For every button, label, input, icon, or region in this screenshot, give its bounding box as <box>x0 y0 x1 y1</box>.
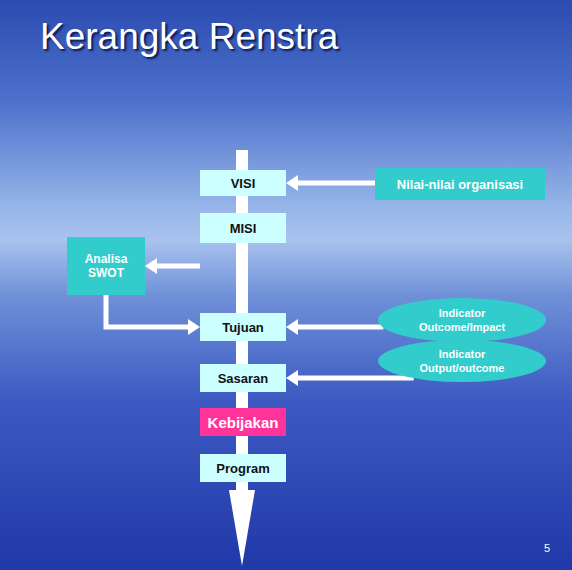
node-text: Analisa SWOT <box>76 252 136 280</box>
flow-arrow <box>286 175 375 191</box>
ellipse-shape <box>378 298 546 342</box>
node-text: Kebijakan <box>208 414 279 431</box>
indicator-ellipse: Indicator Output/outcome <box>378 340 546 382</box>
node-text: VISI <box>231 176 256 191</box>
policy-box: Kebijakan <box>200 408 286 436</box>
flow-arrow <box>145 258 200 274</box>
stage-box: MISI <box>200 213 286 243</box>
arrow-head <box>286 319 298 335</box>
node-text: Program <box>216 461 269 476</box>
arrow-line <box>155 264 200 269</box>
stage-box: VISI <box>200 170 286 196</box>
node-text: MISI <box>230 221 257 236</box>
analysis-box: Analisa SWOT <box>67 237 145 295</box>
stage-box: Tujuan <box>200 313 286 341</box>
arrow-line <box>296 325 383 330</box>
indicator-ellipse: Indicator Outcome/Impact <box>378 298 546 342</box>
flow-arrow <box>286 319 383 335</box>
node-text: Tujuan <box>222 320 264 335</box>
arrow-head <box>286 175 298 191</box>
node-text: Indicator Outcome/Impact <box>407 306 517 334</box>
page-number: 5 <box>544 542 550 554</box>
arrow-head <box>145 258 157 274</box>
arrow-line <box>296 181 375 186</box>
node-text: Nilai-nilai organisasi <box>397 177 523 192</box>
input-box: Nilai-nilai organisasi <box>375 168 545 200</box>
arrow-line <box>106 295 190 327</box>
arrow-point <box>229 490 255 566</box>
node-text: Sasaran <box>218 371 269 386</box>
flow-arrow <box>106 295 200 335</box>
node-text: Indicator Output/outcome <box>407 347 517 375</box>
ellipse-shape <box>378 340 546 382</box>
arrow-head <box>286 370 298 386</box>
stage-box: Sasaran <box>200 364 286 392</box>
arrow-head <box>188 319 200 335</box>
arrow-line <box>296 376 414 381</box>
stage-box: Program <box>200 454 286 482</box>
slide-title: Kerangka Renstra <box>40 16 338 58</box>
